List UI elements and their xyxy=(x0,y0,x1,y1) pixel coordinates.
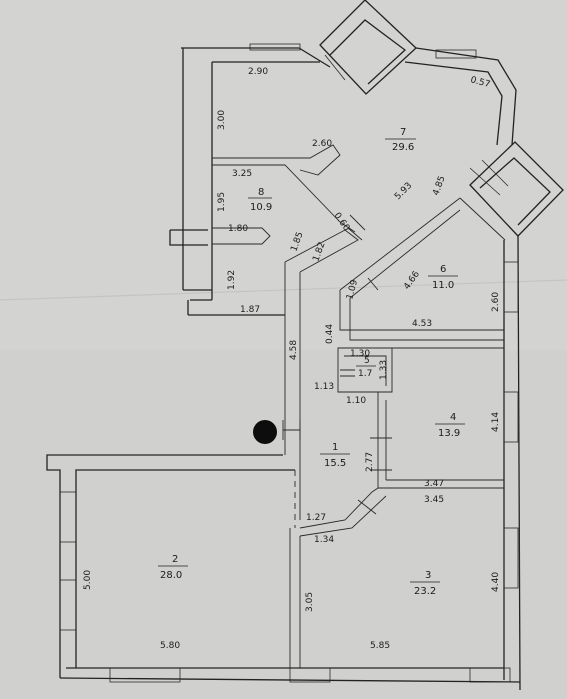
dim-1-30: 1.30 xyxy=(350,349,370,359)
room-2-area: 28.0 xyxy=(160,570,182,581)
dim-3-47: 3.47 xyxy=(424,479,444,489)
dim-4-53: 4.53 xyxy=(412,319,432,329)
dim-4-14: 4.14 xyxy=(491,412,501,432)
room-3-area: 23.2 xyxy=(414,586,436,597)
dim-1-13: 1.13 xyxy=(314,382,334,392)
room-labels: 7 29.6 8 10.9 6 11.0 5 1.7 4 13.9 1 15.5… xyxy=(158,127,465,597)
room-2-number: 2 xyxy=(172,554,178,565)
dim-2-77: 2.77 xyxy=(365,452,375,472)
ink-spot xyxy=(253,420,277,444)
dim-1-92: 1.92 xyxy=(227,270,237,290)
room-7-area: 29.6 xyxy=(392,142,414,153)
dim-2-60-top: 2.60 xyxy=(312,139,332,149)
dim-4-58: 4.58 xyxy=(289,340,299,360)
dim-3-45: 3.45 xyxy=(424,495,444,505)
dim-2-90: 2.90 xyxy=(248,67,268,77)
dim-1-10: 1.10 xyxy=(346,396,366,406)
dim-5-80: 5.80 xyxy=(160,641,180,651)
room-1-number: 1 xyxy=(332,442,338,453)
dim-5-85: 5.85 xyxy=(370,641,390,651)
room-5-number: 5 xyxy=(364,356,370,366)
interior-walls xyxy=(212,144,506,668)
room-5-area: 1.7 xyxy=(358,369,372,379)
dim-3-00: 3.00 xyxy=(217,110,227,130)
room-4-area: 13.9 xyxy=(438,428,460,439)
dim-1-34: 1.34 xyxy=(314,535,334,545)
room-6-number: 6 xyxy=(440,264,446,275)
room-7-number: 7 xyxy=(400,127,406,138)
room-4-number: 4 xyxy=(450,412,456,423)
dim-5-00: 5.00 xyxy=(83,570,93,590)
windows xyxy=(59,43,519,683)
dim-1-33: 1.33 xyxy=(379,360,389,380)
room-3-number: 3 xyxy=(425,570,431,581)
dim-1-80: 1.80 xyxy=(228,224,248,234)
room-8-number: 8 xyxy=(258,187,264,198)
dimension-labels: 2.90 3.00 2.60 3.25 1.95 0.60 5.93 4.85 … xyxy=(83,67,501,651)
dim-1-27: 1.27 xyxy=(306,513,326,523)
door-marks xyxy=(282,214,392,515)
dim-4-40: 4.40 xyxy=(491,572,501,592)
dim-3-05: 3.05 xyxy=(305,592,315,612)
dim-2-60-right: 2.60 xyxy=(491,292,501,312)
dim-0-44: 0.44 xyxy=(325,324,335,344)
dim-1-95: 1.95 xyxy=(217,192,227,212)
room-1-area: 15.5 xyxy=(324,458,346,469)
paper-fold xyxy=(0,279,567,301)
room-6-area: 11.0 xyxy=(432,280,454,291)
dim-1-87: 1.87 xyxy=(240,305,260,315)
dim-3-25: 3.25 xyxy=(232,169,252,179)
room-8-area: 10.9 xyxy=(250,202,272,213)
